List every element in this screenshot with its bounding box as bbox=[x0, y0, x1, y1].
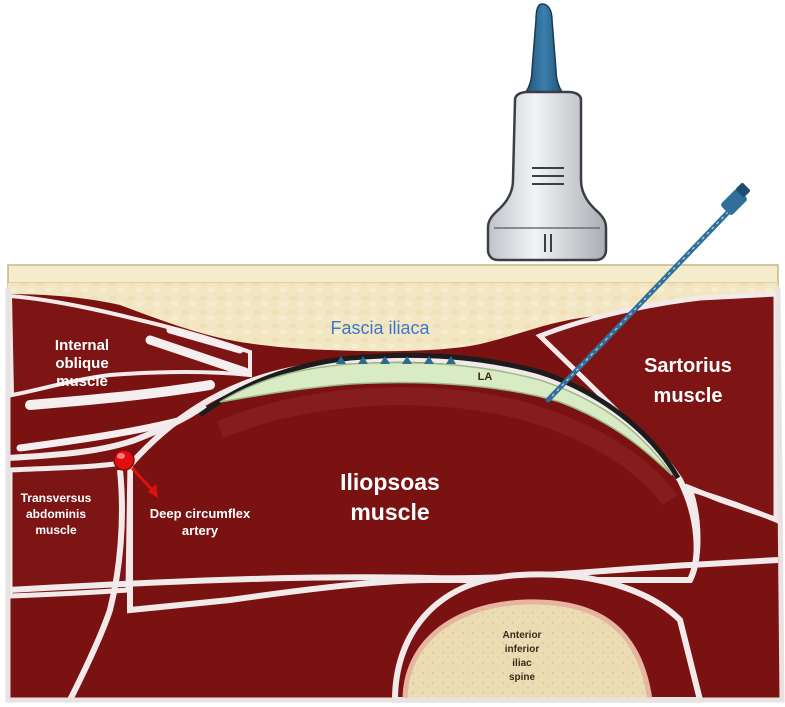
transversus-label-3: muscle bbox=[35, 523, 77, 537]
transversus-label-1: Transversus bbox=[21, 491, 92, 505]
internal-oblique-label-3: muscle bbox=[56, 373, 108, 390]
transversus-abdominis-muscle bbox=[7, 402, 207, 599]
la-label: LA bbox=[478, 371, 493, 383]
fascia-iliaca-label: Fascia iliaca bbox=[330, 318, 430, 338]
outer-frame bbox=[5, 287, 785, 703]
sartorius-label-2: muscle bbox=[654, 385, 723, 407]
spine-label-3: iliac bbox=[512, 658, 532, 669]
lower-muscle-layer bbox=[7, 469, 779, 702]
internal-oblique-label-2: oblique bbox=[55, 355, 108, 372]
artery-label-1: Deep circumflex bbox=[150, 506, 251, 521]
iliopsoas-label-1: Iliopsoas bbox=[340, 469, 440, 495]
internal-oblique-muscle bbox=[7, 293, 252, 452]
artery-icon bbox=[113, 449, 158, 498]
iliopsoas-label-2: muscle bbox=[350, 499, 429, 525]
spine-label-2: inferior bbox=[505, 644, 540, 655]
sartorius-label-1: Sartorius bbox=[644, 355, 732, 377]
iliopsoas-muscle bbox=[127, 355, 700, 614]
transversus-label-2: abdominis bbox=[26, 507, 86, 521]
fascia-markers bbox=[336, 356, 456, 364]
internal-oblique-label-1: Internal bbox=[55, 337, 109, 354]
needle-icon bbox=[545, 183, 750, 403]
artery-label-2: artery bbox=[182, 523, 219, 538]
ultrasound-probe-icon bbox=[486, 3, 608, 262]
anterior-inferior-iliac-spine bbox=[391, 571, 704, 703]
fat-overlay bbox=[8, 283, 778, 352]
spine-label-4: spine bbox=[509, 672, 536, 683]
spine-label-1: Anterior bbox=[503, 630, 542, 641]
